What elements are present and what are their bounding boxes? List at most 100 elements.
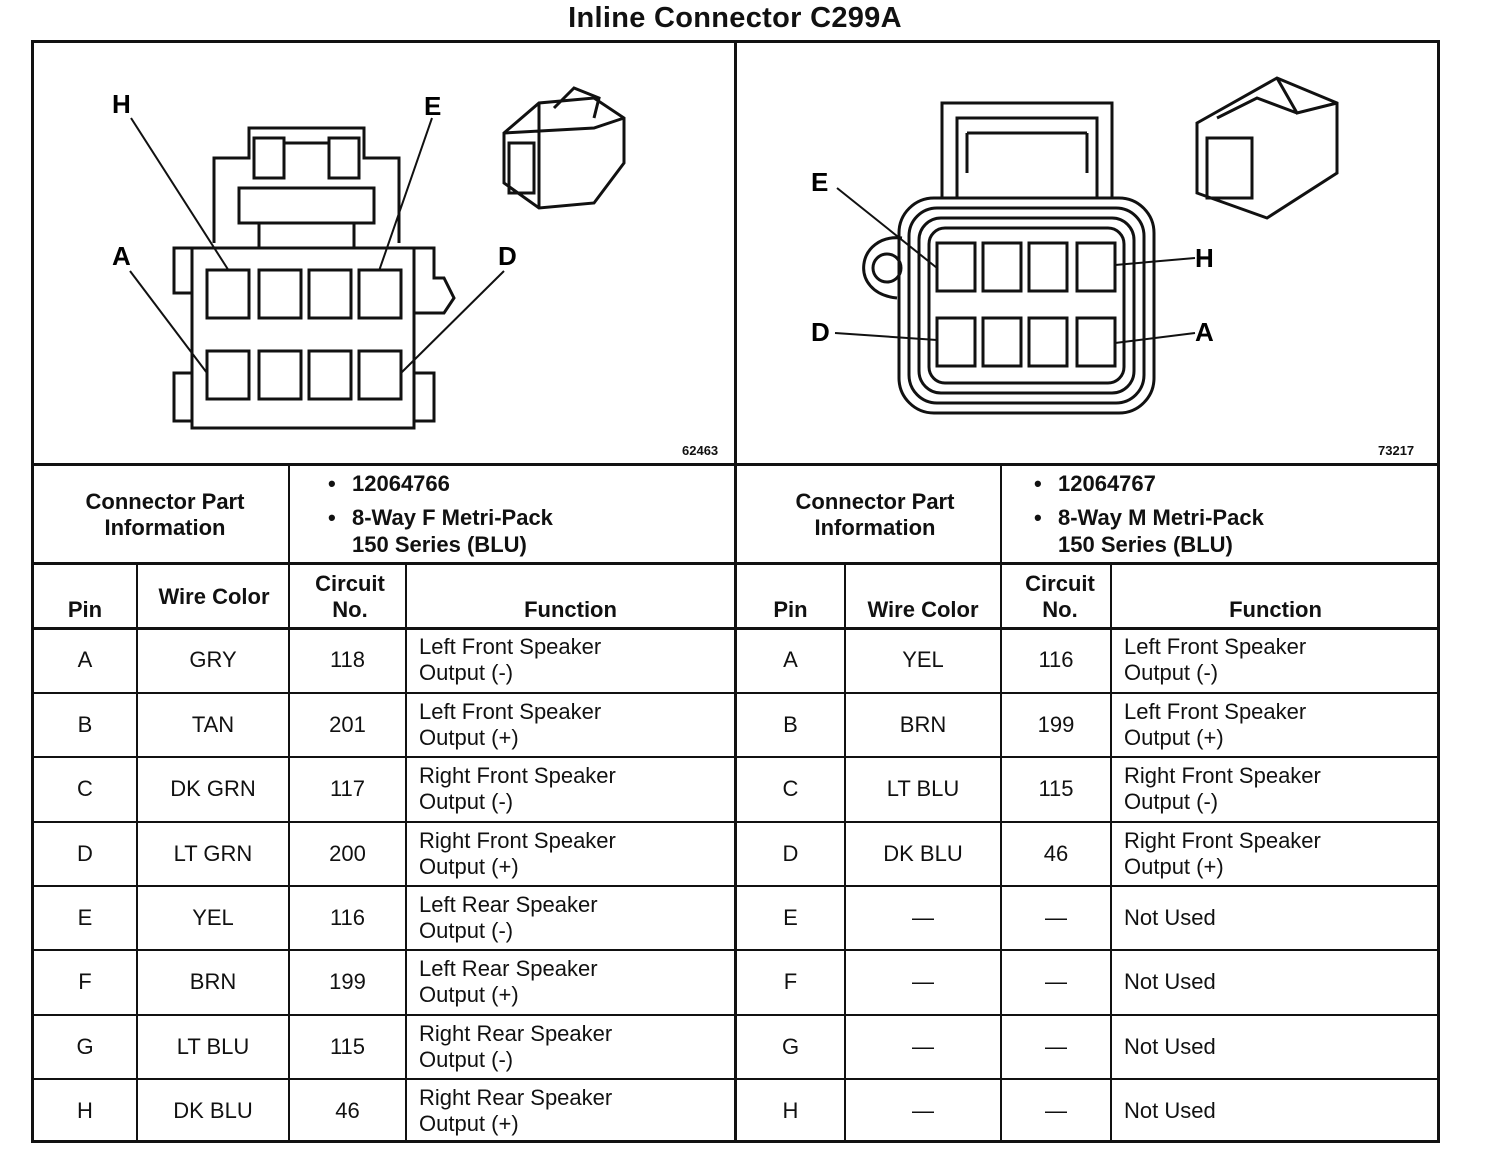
left-header-wire-color: Wire Color (158, 584, 270, 609)
left-row-b-pin: B (77, 712, 93, 737)
left-row-h-pin: H (77, 1098, 93, 1123)
col-divider (288, 563, 290, 1143)
right-row-e-func: Not Used (1112, 887, 1439, 949)
function-line1: Right Front Speaker (1124, 763, 1321, 788)
col-divider (844, 563, 846, 1143)
left-row-h-color: DK BLU (173, 1098, 253, 1123)
left-row-c-circuit: 117 (329, 776, 366, 801)
function-line1: Left Front Speaker (419, 634, 602, 659)
right-row-e-color: — (912, 905, 934, 930)
label-e: E (811, 167, 828, 197)
header-divider (31, 627, 1440, 630)
left-row-a-pin: A (77, 647, 93, 672)
row-divider (31, 692, 1440, 694)
left-row-a-color: GRY (189, 647, 237, 672)
function-line2: Output (+) (1124, 725, 1224, 750)
left-connector-diagram: H E A D 62463 (34, 43, 734, 463)
label-e: E (424, 91, 441, 121)
right-row-b-color: BRN (899, 712, 947, 737)
function-line2: Output (-) (419, 660, 514, 685)
left-description-line1: 8-Way F Metri-Pack (352, 505, 553, 530)
diagram-divider (31, 463, 1440, 466)
right-info-label: Connector Part Information (795, 489, 955, 540)
function-line1: Not Used (1124, 1098, 1216, 1123)
right-row-g-func: Not Used (1112, 1016, 1439, 1078)
left-row-d-circuit: 200 (329, 841, 366, 866)
left-row-a-circuit: 118 (329, 647, 366, 672)
row-divider (31, 1078, 1440, 1080)
function-line1: Left Front Speaker (419, 699, 602, 724)
left-row-b-circuit: 201 (329, 712, 366, 737)
left-row-d-color: LT GRN (173, 841, 253, 866)
function-line2: Output (+) (419, 982, 519, 1007)
page-title: Inline Connector C299A (568, 2, 902, 34)
right-row-h-func: Not Used (1112, 1080, 1439, 1142)
function-line1: Right Front Speaker (419, 828, 616, 853)
female-connector-drawing: H E A D (112, 86, 626, 430)
left-row-c-pin: C (77, 776, 93, 801)
function-line2: Output (+) (419, 725, 519, 750)
function-line1: Left Front Speaker (1124, 699, 1307, 724)
function-line1: Right Front Speaker (1124, 828, 1321, 853)
male-connector-drawing: E H D A (811, 76, 1339, 415)
left-info-divider (288, 463, 290, 563)
right-row-e-pin: E (783, 905, 798, 930)
right-row-d-color: DK BLU (883, 841, 963, 866)
label-d: D (811, 317, 830, 347)
right-row-f-pin: F (783, 969, 798, 994)
function-line1: Not Used (1124, 1034, 1216, 1059)
right-header-wire-color: Wire Color (867, 597, 979, 622)
function-line2: Output (-) (419, 789, 514, 814)
left-row-f-circuit: 199 (329, 969, 366, 994)
row-divider (31, 949, 1440, 951)
right-row-a-circuit: 116 (1038, 647, 1074, 672)
function-line1: Left Front Speaker (1124, 634, 1307, 659)
left-row-f-color: BRN (189, 969, 237, 994)
left-part-info: •12064766 •8-Way F Metri-Pack 150 Series… (328, 471, 553, 557)
left-row-g-circuit: 115 (329, 1034, 366, 1059)
function-line2: Output (-) (1124, 660, 1219, 685)
left-header-function: Function (524, 597, 617, 622)
col-divider (405, 563, 407, 1143)
left-header-circuit: Circuit No. (315, 571, 385, 622)
left-row-g-pin: G (76, 1034, 94, 1059)
right-row-g-pin: G (781, 1034, 800, 1059)
right-row-a-color: YEL (902, 647, 944, 672)
function-line2: Output (+) (419, 1111, 519, 1136)
right-row-b-pin: B (783, 712, 798, 737)
right-row-g-color: — (912, 1034, 934, 1059)
function-line1: Not Used (1124, 905, 1216, 930)
right-row-c-pin: C (782, 776, 799, 801)
left-header-pin: Pin (67, 597, 103, 622)
left-row-e-pin: E (77, 905, 93, 930)
right-header-pin: Pin (773, 597, 808, 622)
left-figure-id: 62463 (682, 443, 719, 458)
function-line2: Output (-) (1124, 789, 1219, 814)
right-description-line1: 8-Way M Metri-Pack (1058, 505, 1264, 530)
right-row-f-color: — (912, 969, 934, 994)
col-divider (1000, 563, 1002, 1143)
row-divider (31, 756, 1440, 758)
right-row-b-circuit: 199 (1037, 712, 1075, 737)
function-line1: Right Rear Speaker (419, 1021, 613, 1046)
right-description-line2: 150 Series (BLU) (1058, 532, 1233, 557)
right-header-circuit: Circuit No. (1025, 571, 1095, 622)
right-row-c-color: LT BLU (886, 776, 960, 801)
left-row-h-circuit: 46 (335, 1098, 360, 1123)
right-row-h-color: — (912, 1098, 934, 1123)
row-divider (31, 1014, 1440, 1016)
left-description-line2: 150 Series (BLU) (352, 532, 527, 557)
right-row-e-circuit: — (1045, 905, 1067, 930)
right-row-g-circuit: — (1045, 1034, 1067, 1059)
right-row-c-circuit: 115 (1038, 776, 1074, 801)
function-line2: Output (+) (419, 854, 519, 879)
